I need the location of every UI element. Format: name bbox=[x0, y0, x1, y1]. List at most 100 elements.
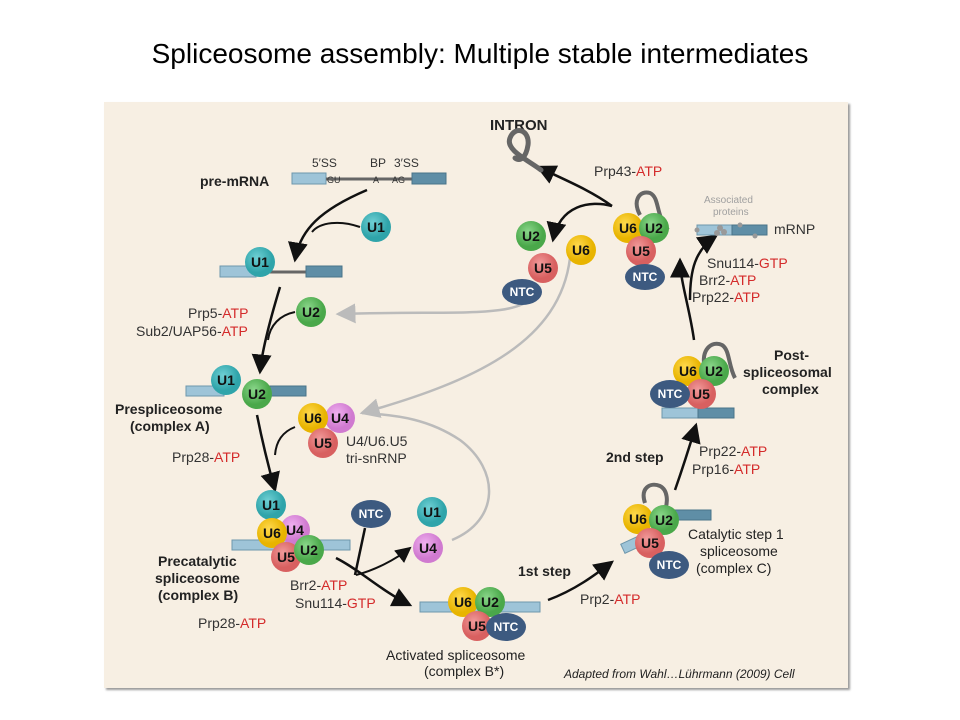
complex-a-label: (complex A) bbox=[130, 418, 210, 434]
svg-text:U6: U6 bbox=[619, 220, 637, 236]
precatalytic-label-2: spliceosome bbox=[155, 570, 240, 586]
snrnp-u1-free: U1 bbox=[361, 212, 391, 242]
svg-text:U2: U2 bbox=[645, 220, 663, 236]
step1-label: 1st step bbox=[518, 563, 571, 579]
svg-text:U2: U2 bbox=[248, 386, 266, 402]
factor-prp43: Prp43-ATP bbox=[594, 163, 662, 179]
precatalytic-label-1: Precatalytic bbox=[158, 553, 237, 569]
arrow-bact-to-c bbox=[547, 560, 614, 602]
svg-text:U4: U4 bbox=[419, 540, 437, 556]
intron-label: INTRON bbox=[490, 117, 548, 134]
factor-prp22-c: Prp22-ATP bbox=[699, 443, 767, 459]
gu-label: GU bbox=[327, 175, 341, 185]
step2-label: 2nd step bbox=[606, 449, 664, 465]
exon-3prime-c bbox=[674, 509, 712, 521]
catalytic-label-3: (complex C) bbox=[696, 560, 771, 576]
tri-snrnp-label-2: tri-snRNP bbox=[346, 450, 407, 466]
snrnp-u1-complex-a: U1 bbox=[211, 365, 241, 395]
precatalytic-label-3: (complex B) bbox=[158, 587, 238, 603]
svg-text:U2: U2 bbox=[300, 542, 318, 558]
svg-text:NTC: NTC bbox=[658, 387, 683, 401]
factor-prp22-top: Prp22-ATP bbox=[692, 289, 760, 305]
activated-label-2: (complex B*) bbox=[424, 663, 504, 679]
5ss-label: 5′SS bbox=[312, 156, 337, 170]
svg-text:U6: U6 bbox=[629, 511, 647, 527]
factor-prp5: Prp5-ATP bbox=[188, 305, 248, 321]
svg-text:U5: U5 bbox=[534, 260, 552, 276]
catalytic-label-2: spliceosome bbox=[700, 543, 778, 559]
snrnp-u2-free: U2 bbox=[296, 297, 326, 327]
released-u2: U2 bbox=[516, 221, 546, 251]
prespliceosome-label: Prespliceosome bbox=[115, 401, 223, 417]
released-u6: U6 bbox=[566, 235, 596, 265]
activated-label-1: Activated spliceosome bbox=[386, 647, 526, 663]
complex-p: U6 U2 U5 NTC bbox=[650, 356, 729, 409]
svg-text:U2: U2 bbox=[522, 228, 540, 244]
factor-prp16: Prp16-ATP bbox=[692, 461, 760, 477]
exon-3prime-a bbox=[269, 385, 307, 397]
svg-text:U6: U6 bbox=[572, 242, 590, 258]
svg-text:U5: U5 bbox=[468, 618, 486, 634]
mrna-post-3 bbox=[697, 407, 735, 419]
svg-text:U6: U6 bbox=[454, 594, 472, 610]
svg-text:U1: U1 bbox=[251, 254, 269, 270]
exon-3prime-e bbox=[305, 265, 343, 278]
complex-b-star: U6 U2 U5 NTC bbox=[448, 587, 526, 641]
mrnp-exon-3 bbox=[731, 224, 768, 236]
tri-snrnp: U4 U6 U5 bbox=[298, 403, 355, 458]
post-label-3: complex bbox=[762, 381, 819, 397]
svg-text:NTC: NTC bbox=[359, 507, 384, 521]
svg-text:U1: U1 bbox=[262, 497, 280, 513]
a-label: A bbox=[373, 175, 379, 185]
complex-c: U6 U2 U5 NTC bbox=[623, 504, 689, 579]
slide-title: Spliceosome assembly: Multiple stable in… bbox=[151, 38, 809, 69]
svg-text:U2: U2 bbox=[705, 363, 723, 379]
svg-text:NTC: NTC bbox=[494, 620, 519, 634]
snrnp-u4-released: U4 bbox=[413, 533, 443, 563]
svg-text:U4: U4 bbox=[331, 410, 349, 426]
recycle-arrow-tri-snrnp bbox=[359, 257, 572, 418]
associated-proteins-label-2: proteins bbox=[713, 207, 749, 218]
svg-text:U2: U2 bbox=[481, 594, 499, 610]
svg-text:U2: U2 bbox=[655, 512, 673, 528]
svg-text:NTC: NTC bbox=[633, 270, 658, 284]
svg-text:U1: U1 bbox=[367, 219, 385, 235]
snrnp-u2-complex-a: U2 bbox=[242, 379, 272, 409]
svg-text:U5: U5 bbox=[692, 386, 710, 402]
arrow-ntc-join bbox=[353, 527, 367, 576]
lariat-complex-c bbox=[641, 482, 669, 511]
citation: Adapted from Wahl…Lührmann (2009) Cell bbox=[563, 667, 795, 681]
post-label-2: spliceosomal bbox=[743, 364, 832, 380]
svg-text:NTC: NTC bbox=[657, 558, 682, 572]
arrow-release-u1-u4 bbox=[355, 546, 412, 576]
arrow-ils-to-intron bbox=[535, 165, 613, 208]
svg-text:U1: U1 bbox=[423, 504, 441, 520]
exon-5prime bbox=[291, 172, 327, 185]
svg-text:U6: U6 bbox=[263, 525, 281, 541]
diagram-panel bbox=[104, 102, 848, 688]
ag-label: AG bbox=[392, 175, 405, 185]
factor-brr2-b: Brr2-ATP bbox=[290, 577, 347, 593]
released-u5-ntc: U5 NTC bbox=[502, 253, 558, 305]
factor-brr2-top: Brr2-ATP bbox=[699, 272, 756, 288]
3ss-label: 3′SS bbox=[394, 156, 419, 170]
factor-prp28-a: Prp28-ATP bbox=[172, 449, 240, 465]
associated-proteins bbox=[694, 222, 758, 239]
svg-text:U4: U4 bbox=[286, 522, 304, 538]
snrnp-u1-complex-e: U1 bbox=[245, 247, 275, 277]
tri-snrnp-label-1: U4/U6.U5 bbox=[346, 433, 408, 449]
associated-proteins-label-1: Associated bbox=[704, 195, 753, 206]
arrow-premrna-to-e bbox=[288, 188, 368, 263]
post-label-1: Post- bbox=[774, 347, 809, 363]
arrow-u2-join bbox=[267, 311, 296, 341]
recycle-arrow-u1-u4 bbox=[361, 411, 491, 542]
arrow-c-to-p bbox=[673, 422, 701, 491]
arrow-p-to-ils bbox=[670, 257, 696, 341]
complex-ils: U6 U2 U5 NTC bbox=[613, 213, 669, 290]
arrow-tri-join bbox=[274, 426, 296, 456]
bp-label: BP bbox=[370, 156, 386, 170]
svg-text:U5: U5 bbox=[314, 435, 332, 451]
arrow-e-to-a bbox=[251, 286, 282, 375]
factor-prp28-b: Prp28-ATP bbox=[198, 615, 266, 631]
